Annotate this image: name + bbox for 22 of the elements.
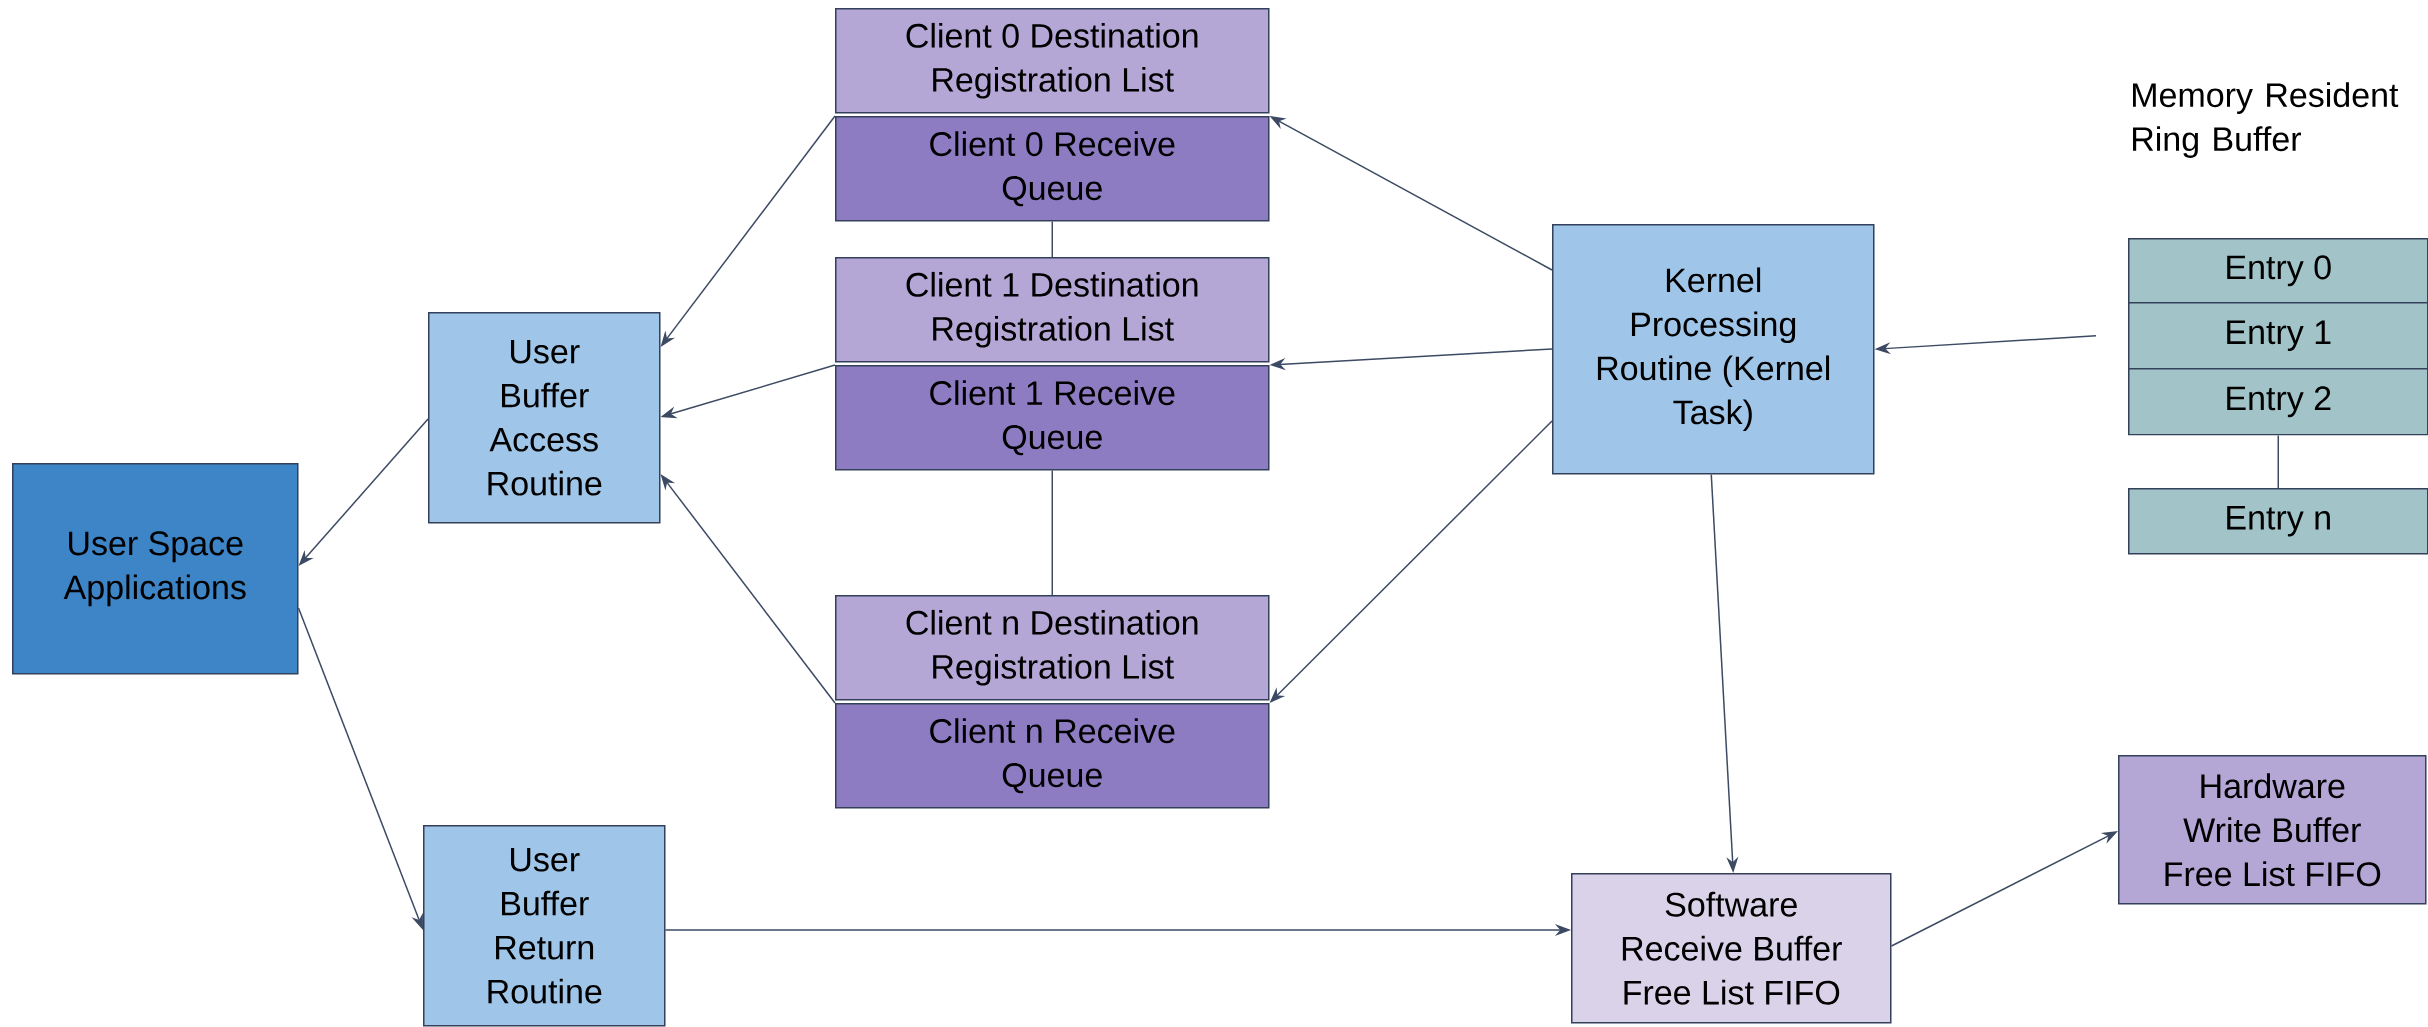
node-label: Entry 1 [2227,320,2331,351]
buffer-entry: Entry n [2128,488,2428,555]
fifo-box: Hardware Write Buffer Free List FIFO [2118,755,2427,905]
process-box: Kernel Processing Routine (Kernel Task) [1552,224,1875,475]
buffer-entry: Entry 2 [2128,368,2428,436]
connector-line [1051,220,1053,258]
list-box: Client 1 Destination Registration List [835,257,1270,363]
queue-box: Client 1 Receive Queue [835,365,1270,471]
connector-line [1051,469,1053,596]
heading-text: Memory Resident Ring Buffer [2133,82,2399,158]
node-label: Entry 0 [2227,255,2331,287]
buffer-entry: Entry 0 [2128,238,2428,304]
fifo-box: Software Receive Buffer Free List FIFO [1571,873,1892,1024]
queue-box: Client 0 Receive Queue [835,116,1270,222]
list-box: Client n Destination Registration List [835,595,1270,701]
queue-box: Client n Receive Queue [835,703,1270,809]
list-box: Client 0 Destination Registration List [835,8,1270,114]
process-box: User Buffer Return Routine [423,825,666,1027]
connector-line [2277,434,2279,489]
process-box: User Space Applications [12,463,299,675]
buffer-entry: Entry 1 [2128,302,2428,370]
process-box: User Buffer Access Routine [428,312,661,524]
